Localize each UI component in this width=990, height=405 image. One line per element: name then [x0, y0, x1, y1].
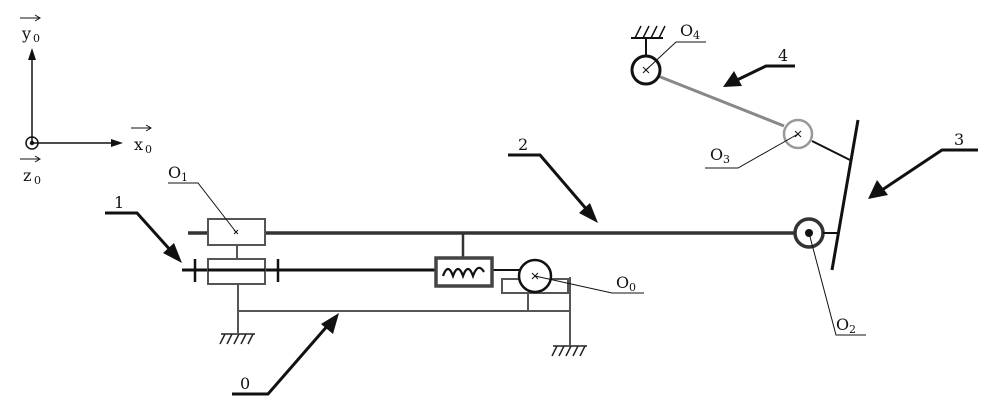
spring-element	[434, 256, 494, 288]
o3-leader	[705, 133, 799, 169]
body-1-label: 1	[114, 193, 124, 212]
pivot-o4	[630, 25, 666, 86]
y-axis-arrowhead	[28, 48, 36, 60]
spring-coil	[441, 266, 485, 280]
point-labels: O 1 O 0 O 2 O 3 O 4	[168, 21, 856, 336]
x-axis-arrowhead	[111, 139, 123, 147]
y-axis-vector-arrow	[20, 14, 41, 22]
x-axis-label-subscript: 0	[145, 143, 152, 156]
body-3-plate	[830, 119, 860, 271]
z-axis-vector-arrow	[20, 155, 41, 163]
x-axis-label: x	[134, 135, 143, 154]
z-axis-circle	[25, 136, 39, 150]
body-3-label: 3	[954, 130, 964, 149]
y-axis-label: y	[21, 24, 31, 43]
body-0-arrow	[232, 323, 331, 396]
body-1-arrow	[105, 211, 174, 254]
o1-label-subscript: 1	[181, 171, 188, 184]
body-0-label: 0	[240, 374, 250, 393]
o0-leader	[534, 275, 644, 294]
z-axis-label-subscript: 0	[34, 174, 41, 187]
o3-label: O	[710, 145, 723, 164]
o4-label-subscript: 4	[693, 29, 700, 42]
lower-bearing	[207, 258, 266, 285]
body-4-label: 4	[778, 46, 788, 65]
o4-leader	[645, 41, 706, 71]
o2-leader	[808, 232, 866, 336]
axis-labels: y 0 x 0 z 0	[20, 14, 152, 187]
o0-label: O	[616, 273, 629, 292]
point-leaders	[168, 41, 866, 336]
o1-leader	[168, 182, 237, 233]
body-arrows	[105, 64, 978, 396]
ground-right	[551, 345, 587, 357]
body-2-rod	[188, 231, 795, 258]
body-labels: 1 2 3 4 0	[114, 46, 964, 393]
body-2-arrow	[508, 153, 590, 212]
o3-label-subscript: 3	[723, 153, 730, 166]
o2-label-subscript: 2	[849, 323, 856, 336]
o3-to-plate-link	[811, 140, 851, 161]
body-2-label: 2	[518, 135, 528, 154]
o0-label-subscript: 0	[629, 281, 636, 294]
body-4-arrow	[736, 64, 795, 82]
z-axis-label: z	[23, 166, 31, 185]
o1-label: O	[168, 163, 181, 182]
o2-label: O	[836, 315, 849, 334]
body-4-link	[657, 74, 785, 128]
body-3-arrow	[881, 148, 978, 192]
x-axis-vector-arrow	[131, 124, 152, 132]
o4-label: O	[680, 21, 693, 40]
coordinate-frame	[25, 48, 123, 150]
ground-left	[219, 333, 255, 345]
z-axis-dot	[29, 140, 35, 146]
y-axis-label-subscript: 0	[33, 32, 40, 45]
